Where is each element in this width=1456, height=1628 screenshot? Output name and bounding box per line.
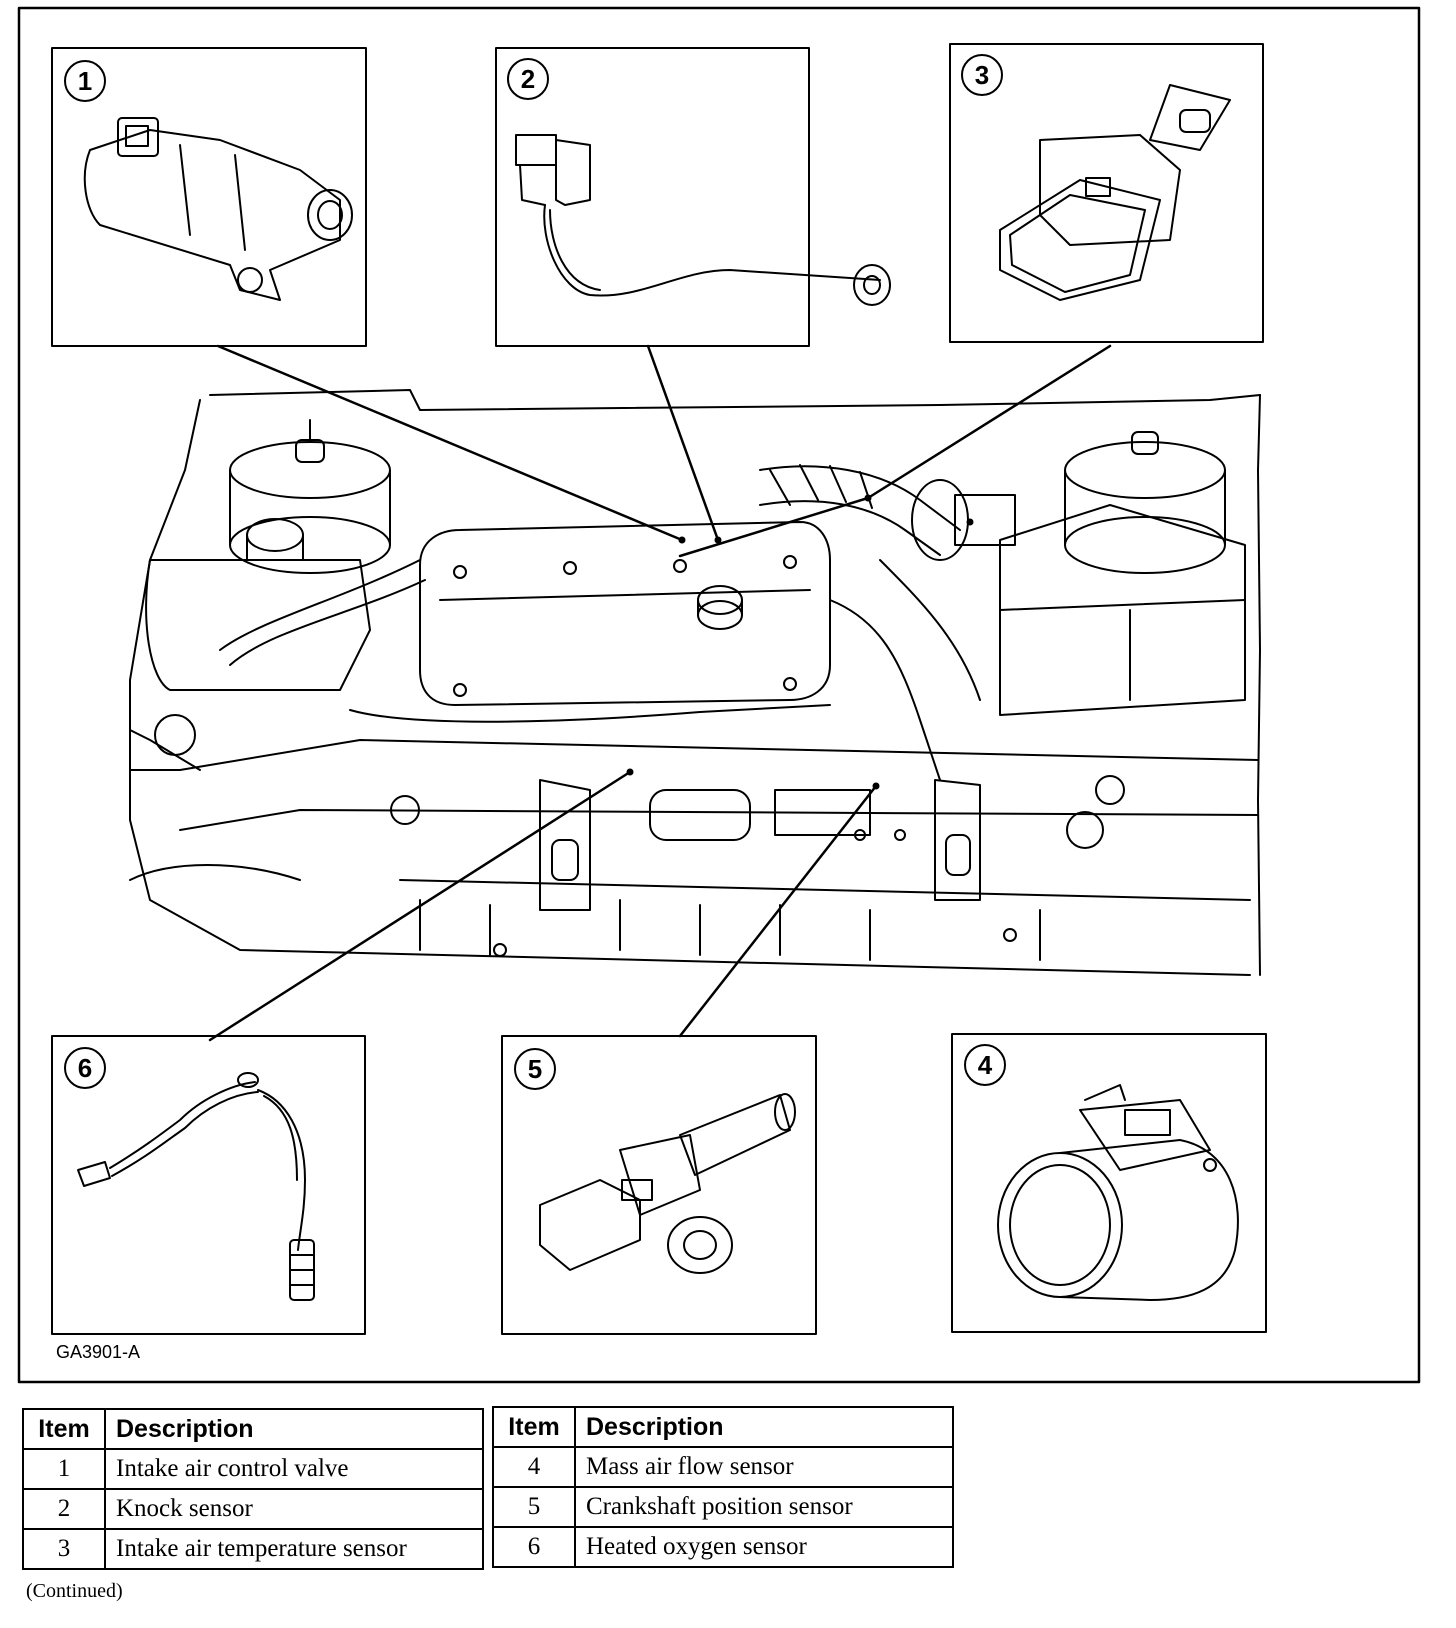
callout-5-circle — [514, 1048, 556, 1090]
item-description: Mass air flow sensor — [574, 1446, 954, 1488]
item-number: 6 — [492, 1526, 576, 1568]
item-description: Intake air temperature sensor — [104, 1528, 484, 1570]
item-number: 5 — [492, 1486, 576, 1528]
table-row: 1 Intake air control valve — [22, 1448, 484, 1490]
item-description: Knock sensor — [104, 1488, 484, 1530]
table-row: 6 Heated oxygen sensor — [492, 1526, 954, 1568]
inset-4-mass-air-flow-sensor: 4 — [951, 1033, 1267, 1333]
callout-2-circle — [507, 58, 549, 100]
table-row: 5 Crankshaft position sensor — [492, 1486, 954, 1528]
item-number: 2 — [22, 1488, 106, 1530]
callout-5-label: 5 — [528, 1054, 542, 1084]
item-number: 4 — [492, 1446, 576, 1488]
header-item: Item — [22, 1408, 106, 1450]
table-header-row: Item Description — [22, 1408, 484, 1450]
item-description: Crankshaft position sensor — [574, 1486, 954, 1528]
item-description: Heated oxygen sensor — [574, 1526, 954, 1568]
continued-note: (Continued) — [26, 1580, 123, 1602]
inset-3-intake-air-temperature-sensor: 3 — [949, 43, 1264, 343]
item-number: 3 — [22, 1528, 106, 1570]
engine-bay-illustration — [129, 389, 1261, 976]
inset-1-intake-air-control-valve: 1 — [51, 47, 367, 347]
callout-4-label: 4 — [978, 1050, 993, 1080]
callout-1-label: 1 — [78, 66, 92, 96]
parts-table-left: Item Description 1 Intake air control va… — [22, 1408, 484, 1570]
inset-6-heated-oxygen-sensor: 6 — [51, 1035, 366, 1335]
callout-4-circle — [964, 1044, 1006, 1086]
figure-frame — [17, 6, 1421, 1384]
inset-5-crankshaft-position-sensor: 5 — [501, 1035, 817, 1335]
header-item: Item — [492, 1406, 576, 1448]
header-description: Description — [104, 1408, 484, 1450]
callout-2-label: 2 — [521, 64, 535, 94]
callout-3-circle — [961, 54, 1003, 96]
table-header-row: Item Description — [492, 1406, 954, 1448]
table-row: 3 Intake air temperature sensor — [22, 1528, 484, 1570]
item-number: 1 — [22, 1448, 106, 1490]
table-row: 2 Knock sensor — [22, 1488, 484, 1530]
callout-1-circle — [64, 60, 106, 102]
callout-3-label: 3 — [975, 60, 989, 90]
leader-lines — [208, 344, 1112, 1042]
parts-table-right: Item Description 4 Mass air flow sensor … — [492, 1406, 954, 1568]
table-row: 4 Mass air flow sensor — [492, 1446, 954, 1488]
callout-6-circle — [64, 1047, 106, 1089]
header-description: Description — [574, 1406, 954, 1448]
callout-6-label: 6 — [78, 1053, 92, 1083]
inset-2-knock-sensor: 2 — [495, 47, 891, 347]
item-description: Intake air control valve — [104, 1448, 484, 1490]
figure-code: GA3901-A — [56, 1342, 140, 1362]
